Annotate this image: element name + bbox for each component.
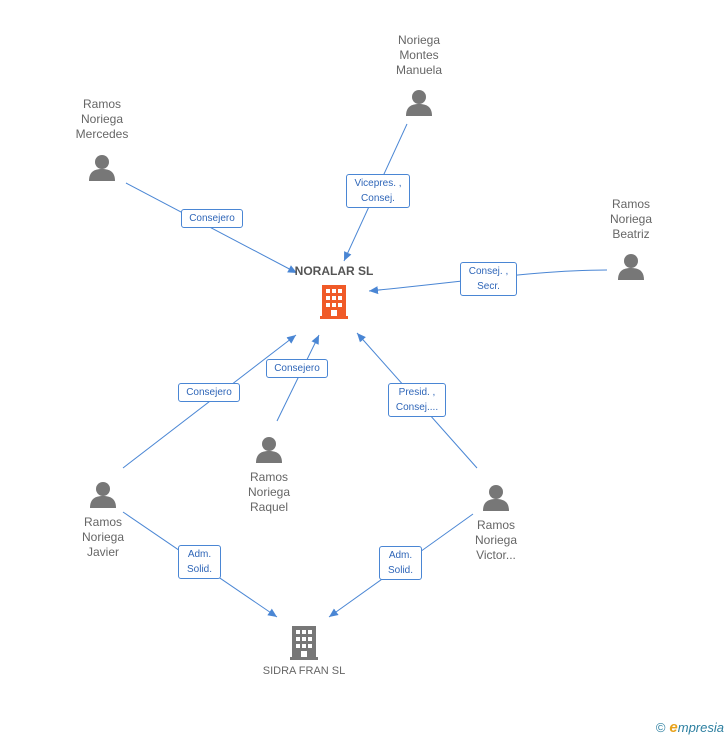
person-name-line: Noriega	[397, 33, 441, 47]
role-line: Adm.	[187, 549, 212, 560]
company-name-sidra[interactable]: SIDRA FRAN SL	[262, 665, 346, 677]
role-label-beatriz_noralar[interactable]: Consej. , Secr.	[460, 262, 517, 296]
person-name-line: Noriega	[247, 485, 291, 499]
edge-mercedes_noralar	[125, 182, 298, 274]
person-name-line: Beatriz	[612, 227, 650, 241]
person-name-line: Ramos	[83, 515, 122, 529]
building-icon[interactable]	[290, 626, 318, 660]
role-label-victor_noralar[interactable]: Presid. , Consej....	[388, 383, 446, 417]
role-label-victor_sidra[interactable]: Adm. Solid.	[379, 546, 422, 580]
company-name-noralar[interactable]: NORALAR SL	[294, 264, 374, 278]
person-name-line: Javier	[86, 545, 119, 559]
person-name-line: Ramos	[82, 97, 121, 111]
brand-initial: e	[669, 719, 678, 736]
person-name-line: Noriega	[80, 112, 124, 126]
person-name-line: Ramos	[476, 518, 515, 532]
person-icon[interactable]	[90, 482, 116, 508]
person-name-line: Manuela	[395, 63, 443, 77]
person-name-line: Victor...	[476, 548, 516, 562]
person-icon[interactable]	[483, 485, 509, 511]
role-line: Consej.	[361, 193, 395, 204]
copyright-symbol: ©	[655, 720, 666, 735]
role-line: Consejero	[189, 213, 235, 224]
role-line: Vicepres. ,	[354, 178, 402, 189]
role-line: Consejero	[274, 363, 320, 374]
role-line: Consej....	[395, 402, 439, 413]
person-name-line: Ramos	[611, 197, 650, 211]
building-icon[interactable]	[320, 285, 348, 319]
person-name-line: Noriega	[609, 212, 653, 226]
brand-name: mpresia	[677, 720, 724, 735]
role-label-raquel_noralar[interactable]: Consejero	[266, 359, 328, 378]
role-label-javier_noralar[interactable]: Consejero	[178, 383, 240, 402]
role-line: Consejero	[186, 387, 232, 398]
person-icon[interactable]	[406, 90, 432, 116]
person-icon[interactable]	[618, 254, 644, 280]
role-line: Consej. ,	[468, 266, 509, 277]
person-icon[interactable]	[256, 437, 282, 463]
person-name-line: Montes	[399, 48, 439, 62]
role-label-mercedes_noralar[interactable]: Consejero	[181, 209, 243, 228]
edge-raquel_noralar	[276, 334, 320, 422]
role-line: Adm.	[388, 550, 413, 561]
person-name-line: Mercedes	[75, 127, 129, 141]
person-name-line: Noriega	[81, 530, 125, 544]
person-name-line: Raquel	[249, 500, 289, 514]
person-icon[interactable]	[89, 155, 115, 181]
empresia-logo[interactable]: ©empresia	[656, 719, 724, 736]
role-label-javier_sidra[interactable]: Adm. Solid.	[178, 545, 221, 579]
role-line: Solid.	[186, 564, 212, 575]
role-line: Secr.	[477, 281, 500, 292]
person-name-line: Noriega	[474, 533, 518, 547]
person-name-line: Ramos	[249, 470, 288, 484]
role-line: Presid. ,	[398, 387, 436, 398]
role-label-manuela_noralar[interactable]: Vicepres. , Consej.	[346, 174, 410, 208]
role-line: Solid.	[387, 565, 413, 576]
